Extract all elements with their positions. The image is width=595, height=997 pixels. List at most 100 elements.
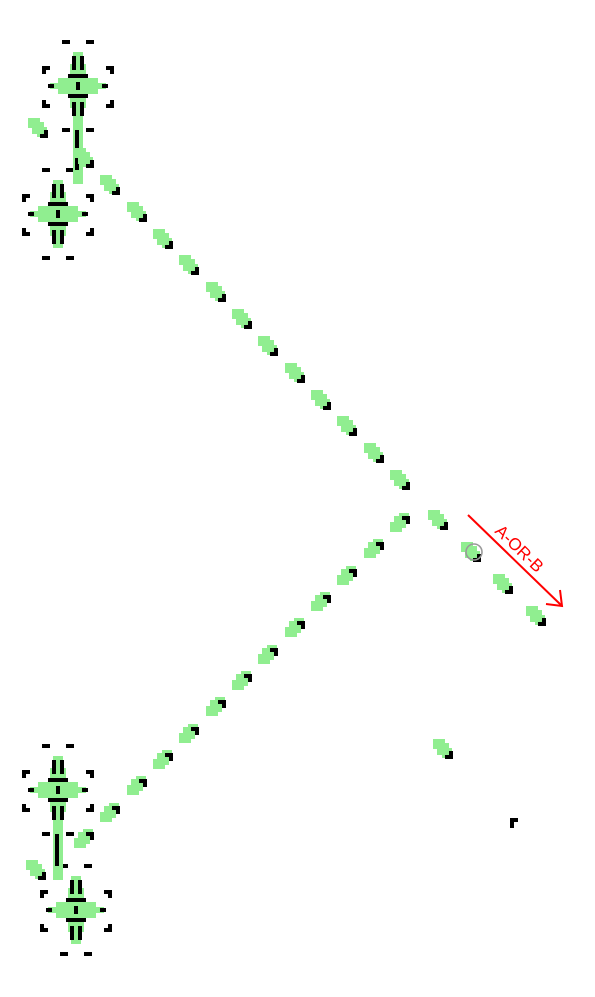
glider-cell [353,428,357,432]
gun-cell [22,770,26,778]
gun-cell [66,832,74,836]
glider-cell [449,755,453,759]
glider-cell [218,700,222,704]
gun-cell [46,908,52,912]
glider-cell [376,459,380,463]
glider-cell [169,757,173,761]
glider-cell [406,482,410,486]
glider-cell [42,876,46,880]
glider-gun-upper [22,40,114,260]
glider-trail [83,157,93,167]
glider-cell [112,191,116,195]
glider-cell [449,751,453,755]
gun-cell [110,100,114,108]
glider-cell [139,779,143,783]
glider-cell [297,621,301,625]
glider-trail [373,452,383,462]
glider-cell [353,432,357,436]
glider-cell [44,130,48,134]
gun-cell [66,168,74,172]
gun-cell [22,804,26,812]
glider-cell [301,375,305,379]
glider-cell [538,622,542,626]
glider-cell [143,783,147,787]
glider-stream-a [74,148,410,490]
glider-cell [143,218,147,222]
gun-cell [60,952,68,956]
gun-cell [56,786,60,794]
gun-cell [66,256,74,260]
gun-cell [90,194,94,202]
glider-cell [323,406,327,410]
glider-cell [248,325,252,329]
output-arrow-head [545,589,564,608]
glider-cell [353,573,357,577]
glider-cell [274,648,278,652]
glider-cell [402,486,406,490]
glider-trail [267,345,277,355]
glider-cell [218,298,222,302]
gun-cell [48,798,68,802]
glider-cell [301,379,305,383]
gun-cell [78,926,82,940]
cell-layer [22,40,546,956]
gun-cell [80,56,84,70]
glider-cell [353,569,357,573]
gun-cell [72,102,76,116]
glider-cell [406,516,410,520]
glider-cell [349,569,353,573]
gun-cell [90,804,94,812]
glider-cell [86,832,90,836]
gun-cell [48,778,68,782]
gun-cell [52,806,56,820]
glider-cell [112,806,116,810]
stray-cell [510,818,518,828]
gun-cell [52,760,56,774]
gun-cell [48,222,68,226]
glider-cell [542,618,546,622]
gun-cell [52,184,56,198]
gun-cell [42,66,46,74]
collision-marker [465,543,483,561]
gun-cell [110,66,114,74]
glider-cell [38,876,42,880]
gun-cell [52,230,56,244]
output-label: A-OR-B [491,521,547,576]
gun-cell [82,788,88,792]
gun-cell [42,168,50,172]
gun-cell [74,906,78,914]
glider-cell [222,298,226,302]
glider-cell [248,678,252,682]
gun-cell [28,212,34,216]
glider-trail [535,615,545,625]
glider-cell [90,164,94,168]
glider-cell [116,191,120,195]
glider-trail [437,519,447,529]
glider-cell [270,648,274,652]
glider-cell [406,486,410,490]
glider-trail [35,869,45,879]
glider-cell [327,402,331,406]
glider-cell [244,674,248,678]
gun-cell [40,890,44,898]
glider-cell [274,652,278,656]
glider-trail [346,425,356,435]
output-arrow [467,514,564,608]
gun-cell [80,102,84,116]
output-arrow-shaft [467,514,563,607]
gun-cell [84,864,92,868]
glider-cell [169,753,173,757]
gun-cell [102,84,108,88]
glider-cell [349,432,353,436]
gun-cell [68,74,88,78]
glider-trail [37,127,47,137]
gun-cell [60,806,64,820]
glider-cell [191,727,195,731]
glider-trail [470,551,480,561]
glider-cell [297,379,301,383]
glider-cell [505,590,509,594]
gun-cell [56,210,60,218]
glider-trail [215,291,225,301]
gun-cell [68,94,88,98]
glider-cell [169,241,173,245]
